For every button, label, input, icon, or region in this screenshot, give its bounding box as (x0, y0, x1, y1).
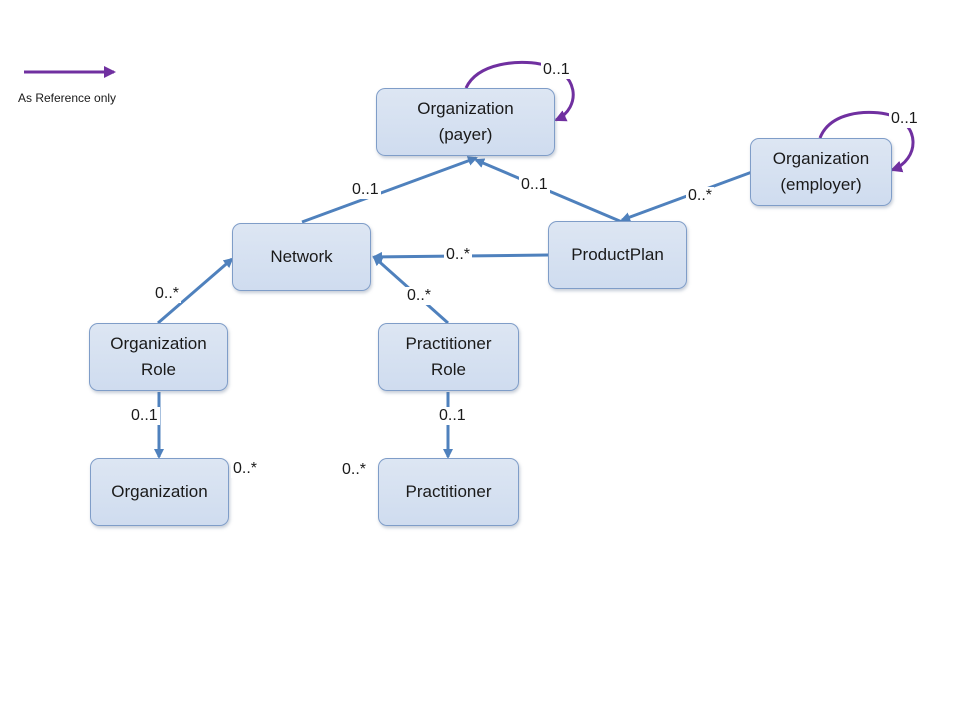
multiplicity-network-to-payer: 0..1 (350, 181, 381, 199)
node-organization-role[interactable]: Organization Role (89, 323, 228, 391)
node-label-line2: (employer) (780, 175, 862, 194)
multiplicity-payer-self: 0..1 (541, 61, 572, 79)
multiplicity-practrole-to-pract: 0..1 (437, 407, 468, 425)
node-organization-employer[interactable]: Organization (employer) (750, 138, 892, 206)
node-label: Practitioner (405, 482, 492, 501)
multiplicity-employer-self: 0..1 (889, 110, 920, 128)
node-label: Organization (111, 482, 208, 501)
node-organization[interactable]: Organization (90, 458, 229, 526)
node-practitioner-role[interactable]: Practitioner Role (378, 323, 519, 391)
payer-self-reference-arc (464, 60, 575, 122)
node-label-line2: Role (141, 360, 176, 379)
multiplicity-employer-to-plan: 0..* (686, 187, 715, 205)
node-practitioner[interactable]: Practitioner (378, 458, 519, 526)
node-label-line1: Organization (110, 334, 207, 353)
edge-network-to-payer (301, 156, 478, 224)
node-label-line1: Practitioner (405, 334, 492, 353)
edge-orgrole-to-network (157, 257, 234, 325)
multiplicity-org-side: 0..* (231, 460, 260, 478)
node-label-line1: Organization (417, 99, 514, 118)
node-organization-payer[interactable]: Organization (payer) (376, 88, 555, 156)
multiplicity-orgrole-to-network: 0..* (153, 285, 182, 303)
node-label-line2: Role (431, 360, 466, 379)
multiplicity-practrole-to-network: 0..* (405, 287, 434, 305)
node-label: ProductPlan (571, 245, 664, 264)
node-label-line1: Organization (772, 149, 870, 168)
node-label-line2: (payer) (438, 125, 493, 144)
multiplicity-pract-side: 0..* (340, 461, 369, 479)
multiplicity-plan-to-network: 0..* (444, 246, 473, 264)
node-productplan[interactable]: ProductPlan (548, 221, 687, 289)
node-network[interactable]: Network (232, 223, 371, 291)
legend-label: As Reference only (18, 91, 117, 105)
node-label: Network (270, 247, 333, 266)
employer-self-reference-arc (818, 110, 915, 173)
multiplicity-plan-to-payer: 0..1 (519, 176, 550, 194)
multiplicity-orgrole-to-org: 0..1 (129, 407, 160, 425)
